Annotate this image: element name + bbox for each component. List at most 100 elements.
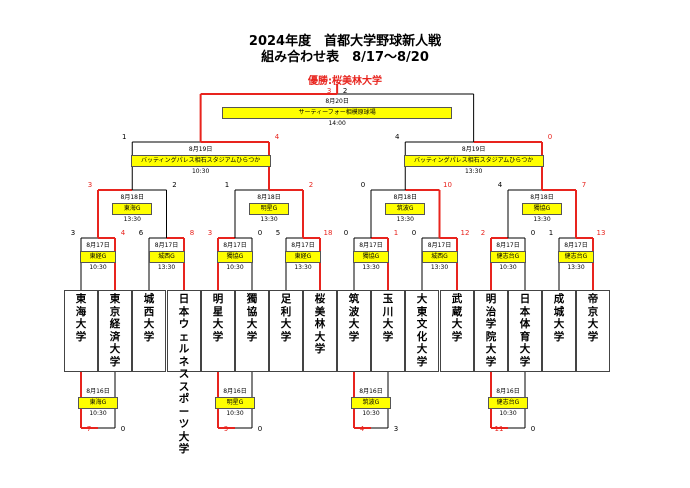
team-box: 明星大学: [201, 290, 235, 372]
match-venue: バッティングパレス相石スタジアムひらつか: [130, 155, 271, 167]
match-venue: 東海G: [112, 203, 153, 215]
score-left: 4: [359, 425, 365, 433]
team-box: 武蔵大学: [440, 290, 474, 372]
team-box: 日本ウェルネススポーツ大学: [167, 290, 201, 455]
match-time: 13:30: [533, 216, 551, 223]
score-right: 8: [189, 229, 195, 237]
team-box: 成城大学: [542, 290, 576, 372]
match-venue: 健志台G: [490, 251, 526, 263]
match-venue: 健志台G: [488, 397, 528, 409]
team-box: 桜美林大学: [303, 290, 337, 372]
score-right: 1: [393, 229, 399, 237]
match-venue: 筑波G: [351, 397, 391, 409]
match-date: 8月16日: [359, 388, 383, 395]
score-right: 0: [257, 229, 263, 237]
score-right: 2: [172, 181, 177, 189]
score-right: 0: [547, 133, 553, 141]
match-date: 8月16日: [223, 388, 247, 395]
match-time: 13:30: [362, 264, 380, 271]
team-name: 明星大学: [212, 293, 224, 343]
score-left: 3: [87, 181, 93, 189]
team-box: 帝京大学: [576, 290, 610, 372]
match-date: 8月16日: [86, 388, 110, 395]
match-time: 13:30: [567, 264, 585, 271]
score-left: 0: [343, 229, 349, 237]
score-left: 1: [224, 181, 230, 189]
team-name: 城西大学: [143, 293, 155, 343]
score-left: 3: [326, 87, 332, 95]
match-venue: 筑波G: [385, 203, 426, 215]
match-time: 14:00: [328, 120, 346, 127]
match-date: 8月17日: [496, 242, 520, 249]
match-time: 10:30: [191, 168, 210, 175]
match-date: 8月18日: [257, 194, 281, 201]
score-right: 0: [120, 425, 126, 433]
score-left: 2: [480, 229, 486, 237]
score-right: 18: [323, 229, 333, 237]
match-time: 10:30: [89, 410, 107, 417]
score-left: 11: [494, 425, 504, 433]
match-venue: 東経G: [285, 251, 321, 263]
score-right: 0: [257, 425, 263, 433]
team-name: 武蔵大学: [451, 293, 463, 343]
match-time: 13:30: [260, 216, 278, 223]
team-box: 東海大学: [64, 290, 98, 372]
match-date: 8月18日: [530, 194, 554, 201]
match-venue: 明星G: [215, 397, 255, 409]
match-time: 13:30: [294, 264, 312, 271]
match-date: 8月18日: [120, 194, 144, 201]
score-left: 3: [207, 229, 213, 237]
score-left: 4: [497, 181, 503, 189]
score-left: 0: [411, 229, 417, 237]
team-name: 日本体育大学: [519, 293, 531, 368]
match-time: 13:30: [396, 216, 414, 223]
match-date: 8月17日: [291, 242, 315, 249]
match-venue: 獨協G: [217, 251, 253, 263]
score-left: 6: [138, 229, 144, 237]
score-right: 2: [342, 87, 348, 95]
score-left: 7: [86, 425, 92, 433]
score-right: 10: [443, 181, 452, 189]
match-venue: 明星G: [249, 203, 289, 215]
score-right: 0: [530, 229, 536, 237]
match-venue: 獨協G: [522, 203, 562, 215]
score-right: 4: [120, 229, 126, 237]
team-box: 大東文化大学: [405, 290, 439, 372]
score-left: 3: [70, 229, 76, 237]
match-date: 8月17日: [359, 242, 383, 249]
match-date: 8月20日: [325, 98, 349, 105]
match-date: 8月19日: [188, 146, 213, 153]
champion-label: 優勝:桜美林大学: [308, 76, 382, 87]
match-time: 10:30: [89, 264, 107, 271]
team-name: 獨協大学: [246, 293, 258, 343]
score-left: 1: [548, 229, 554, 237]
match-venue: 城西G: [148, 251, 185, 263]
match-time: 10:30: [362, 410, 380, 417]
team-name: 明治学院大学: [485, 293, 497, 368]
match-time: 13:30: [430, 264, 449, 271]
team-name: 帝京大学: [587, 293, 599, 343]
score-right: 4: [274, 133, 280, 141]
match-venue: バッティングパレス相石スタジアムひらつか: [403, 155, 544, 167]
score-right: 12: [460, 229, 470, 237]
match-date: 8月18日: [393, 194, 417, 201]
page-title: 2024年度 首都大学野球新人戦: [248, 34, 442, 49]
score-left: 9: [223, 425, 229, 433]
score-left: 5: [275, 229, 281, 237]
score-right: 3: [393, 425, 399, 433]
match-venue: サーティーフォー相模原球場: [222, 107, 453, 119]
team-name: 成城大学: [553, 293, 565, 343]
match-date: 8月17日: [564, 242, 588, 249]
match-venue: 獨協G: [353, 251, 389, 263]
score-left: 0: [360, 181, 366, 189]
match-date: 8月17日: [427, 242, 452, 249]
